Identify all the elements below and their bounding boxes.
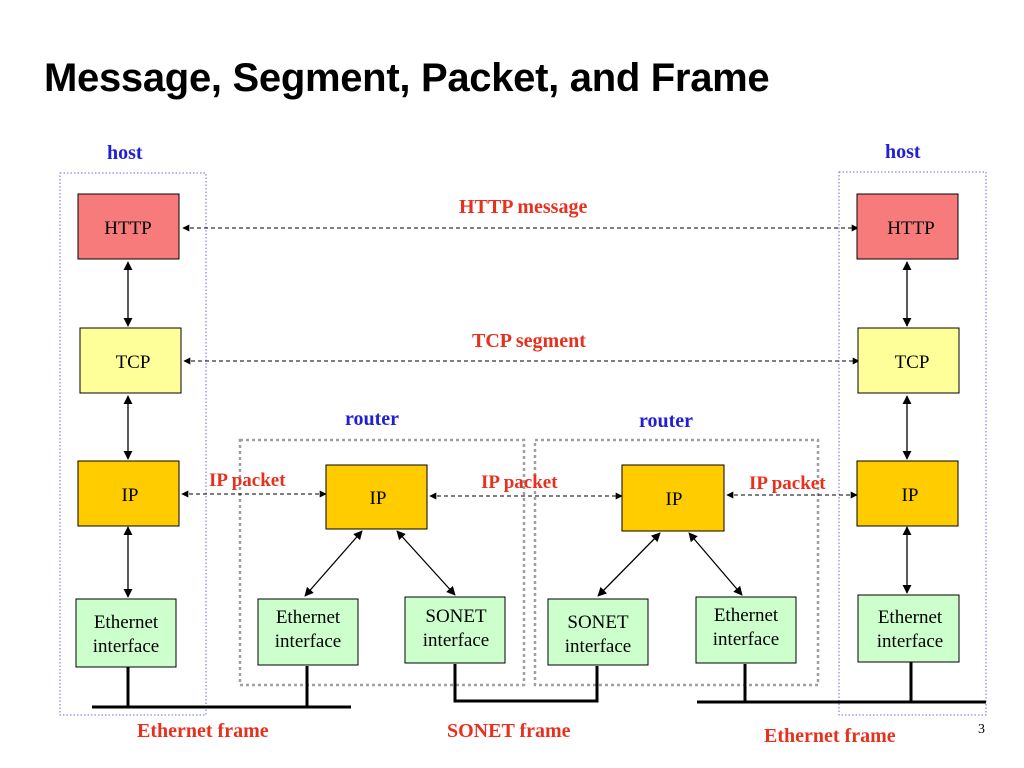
right-ethernet-interface-box: Ethernet interface: [857, 594, 960, 663]
r2-ip-sonet-arrow: [597, 532, 661, 597]
host-left-label: host: [107, 142, 143, 164]
router2-ethernet-interface-box: Ethernet interface: [695, 596, 797, 664]
router-right-label: router: [639, 410, 693, 432]
ethernet-frame-label-right: Ethernet frame: [764, 725, 896, 747]
router2-ip-box: IP: [621, 464, 725, 532]
left-tcp-label: TCP: [116, 352, 151, 373]
left-ethernet-interface-box: Ethernet interface: [75, 598, 177, 668]
right-eth-line1: Ethernet: [878, 607, 943, 628]
host-right-label: host: [885, 141, 921, 163]
r1-ip-eth-arrow: [304, 530, 363, 597]
right-tcp-label: TCP: [895, 352, 930, 373]
ethernet-frame-label-left: Ethernet frame: [137, 720, 269, 742]
left-tcp-box: TCP: [79, 327, 182, 394]
ip-packet-label-3: IP packet: [749, 473, 826, 494]
host-right-container: [838, 171, 987, 716]
router1-eth-line2: interface: [275, 631, 341, 652]
router1-ip-box: IP: [325, 464, 428, 530]
ip-packet-label-1: IP packet: [209, 470, 286, 491]
tcp-segment-label: TCP segment: [472, 330, 586, 352]
left-http-box: HTTP: [77, 193, 180, 260]
left-ip-box: IP: [77, 460, 180, 527]
router2-sonet-line1: SONET: [567, 612, 629, 633]
r2-ip-eth-arrow: [688, 532, 743, 596]
router1-sonet-line1: SONET: [425, 606, 487, 627]
router2-ip-label: IP: [666, 489, 683, 510]
left-ip-label: IP: [122, 485, 139, 506]
right-eth-line2: interface: [877, 631, 943, 652]
router2-sonet-line2: interface: [565, 636, 631, 657]
router1-sonet-line2: interface: [423, 630, 489, 651]
router1-eth-line1: Ethernet: [276, 607, 341, 628]
router1-sonet-interface-box: SONET interface: [404, 596, 506, 664]
left-eth-line1: Ethernet: [94, 612, 159, 633]
page-title: Message, Segment, Packet, and Frame: [44, 56, 770, 100]
http-message-label: HTTP message: [459, 196, 587, 218]
right-ip-label: IP: [902, 485, 919, 506]
right-tcp-box: TCP: [857, 327, 960, 394]
right-http-label: HTTP: [887, 218, 935, 239]
sonet-link: [453, 664, 599, 703]
router2-sonet-interface-box: SONET interface: [547, 598, 649, 666]
router2-eth-line2: interface: [713, 629, 779, 650]
r1-ip-sonet-arrow: [396, 530, 456, 596]
left-eth-line2: interface: [93, 636, 159, 657]
host-left-container: [59, 172, 207, 716]
router2-eth-line1: Ethernet: [714, 605, 779, 626]
right-ip-box: IP: [856, 460, 959, 527]
ip-packet-label-2: IP packet: [481, 472, 558, 493]
router-left-label: router: [345, 408, 399, 430]
router1-ethernet-interface-box: Ethernet interface: [257, 598, 359, 666]
page-number: 3: [978, 722, 985, 737]
sonet-frame-label: SONET frame: [447, 720, 571, 742]
right-http-box: HTTP: [856, 193, 959, 260]
router1-ip-label: IP: [370, 488, 387, 509]
left-http-label: HTTP: [104, 218, 152, 239]
